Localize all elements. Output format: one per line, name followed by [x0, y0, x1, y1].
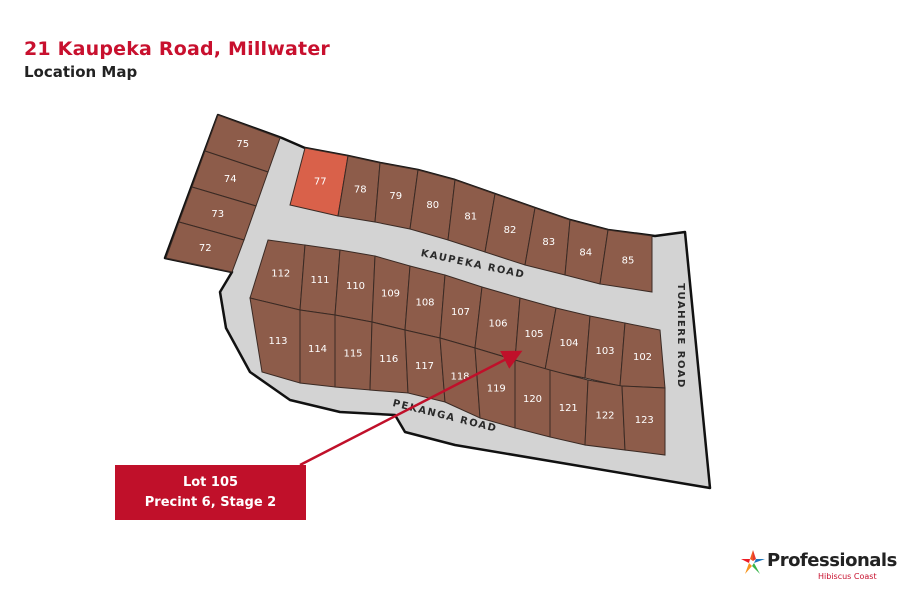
lot-number: 121: [559, 403, 578, 414]
road-label-tuahere: TUAHERE ROAD: [675, 283, 686, 389]
lot-number: 113: [268, 336, 287, 347]
lot-number: 109: [381, 289, 400, 300]
lot-number: 108: [415, 297, 434, 308]
lot-number: 105: [524, 329, 543, 340]
lot-123[interactable]: [621, 385, 666, 456]
lot-85[interactable]: [599, 229, 653, 293]
lot-number: 84: [579, 247, 592, 258]
lot-number: 102: [633, 352, 652, 363]
lot-number: 123: [635, 415, 654, 426]
page-title: 21 Kaupeka Road, Millwater: [24, 38, 330, 60]
lot-number: 112: [271, 268, 290, 279]
logo-branch: Hibiscus Coast: [818, 572, 877, 581]
lot-number: 80: [426, 200, 439, 211]
lot-number: 81: [464, 212, 477, 223]
lot-number: 107: [451, 307, 470, 318]
lot-number: 114: [308, 344, 327, 355]
callout-arrow: [299, 350, 523, 467]
star-logo-icon: [741, 550, 765, 574]
lot-number: 85: [622, 256, 635, 267]
lot-number: 110: [346, 281, 365, 292]
lot-number: 104: [559, 338, 578, 349]
lot-number: 73: [211, 209, 224, 220]
lot-number: 115: [343, 349, 362, 360]
lot-number: 78: [354, 184, 367, 195]
lot-number: 74: [224, 174, 237, 185]
lot-number: 118: [450, 372, 469, 383]
lot-number: 72: [199, 243, 212, 254]
professionals-logo: Professionals Hibiscus Coast: [740, 547, 897, 587]
lot-number: 122: [595, 410, 614, 421]
callout-lot: Lot 105: [182, 474, 239, 490]
lot-number: 83: [542, 237, 555, 248]
lot-number: 103: [595, 346, 614, 357]
lot-number: 116: [379, 354, 398, 365]
lot-number: 111: [310, 275, 329, 286]
lot-number: 120: [523, 394, 542, 405]
lot-72[interactable]: [165, 221, 245, 273]
lot-callout: Lot 105 Precint 6, Stage 2: [115, 465, 306, 520]
callout-stage: Precint 6, Stage 2: [144, 494, 277, 510]
page-subtitle: Location Map: [24, 63, 138, 81]
lot-number: 77: [314, 176, 327, 187]
lot-number: 119: [487, 384, 506, 395]
lot-number: 106: [488, 318, 507, 329]
lot-number: 79: [389, 191, 402, 202]
lot-number: 117: [415, 361, 434, 372]
lot-number: 82: [504, 225, 517, 236]
logo-name: Professionals: [767, 550, 897, 571]
lot-number: 75: [236, 139, 249, 150]
